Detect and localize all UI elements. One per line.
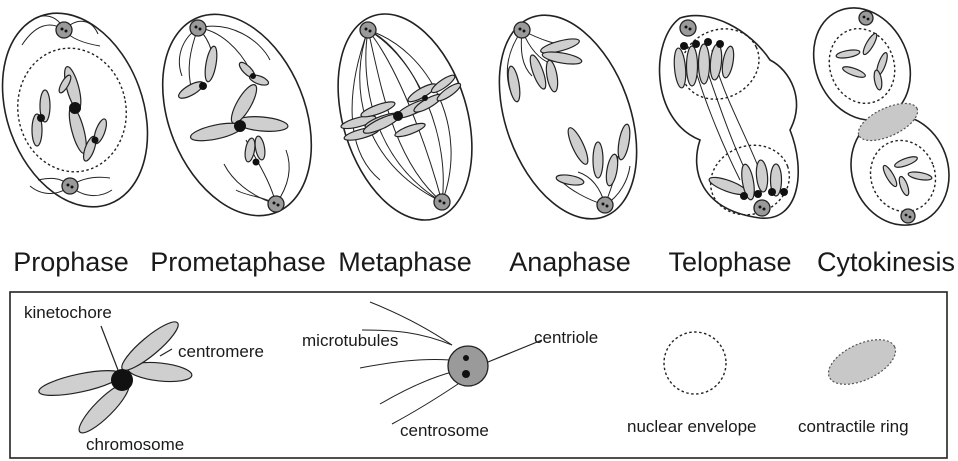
legend-centriole-label: centriole	[534, 328, 598, 347]
legend-centromere-label: centromere	[178, 342, 264, 361]
telophase-cell: Telophase	[660, 16, 800, 277]
legend-chromosome-label: chromosome	[86, 435, 184, 454]
prophase-cell: Prophase	[0, 0, 173, 277]
phase-label-prometaphase: Prometaphase	[150, 247, 326, 277]
prometaphase-cell: Prometaphase	[135, 0, 340, 277]
legend-chromosome-glyph	[37, 316, 193, 438]
phase-label-metaphase: Metaphase	[338, 247, 472, 277]
legend-microtubules-label: microtubules	[302, 331, 398, 350]
legend-nuclear-envelope-label: nuclear envelope	[627, 417, 756, 436]
legend-box: kinetochore centromere chromosome microt…	[10, 292, 947, 458]
legend-contractile-ring-glyph	[822, 330, 902, 393]
legend-nuclear-envelope-glyph	[664, 332, 726, 394]
legend-contractile-ring-label: contractile ring	[798, 417, 909, 436]
legend-centrosome-glyph	[360, 302, 542, 424]
metaphase-cell: Metaphase	[315, 0, 496, 277]
legend-kinetochore-label: kinetochore	[24, 303, 112, 322]
anaphase-cell: Anaphase	[473, 0, 662, 277]
legend-centrosome-label: centrosome	[400, 421, 489, 440]
phase-label-telophase: Telophase	[668, 247, 791, 277]
cytokinesis-cell: Cytokinesis	[796, 0, 958, 277]
phase-label-cytokinesis: Cytokinesis	[817, 247, 955, 277]
phase-label-prophase: Prophase	[13, 247, 129, 277]
phase-label-anaphase: Anaphase	[509, 247, 631, 277]
